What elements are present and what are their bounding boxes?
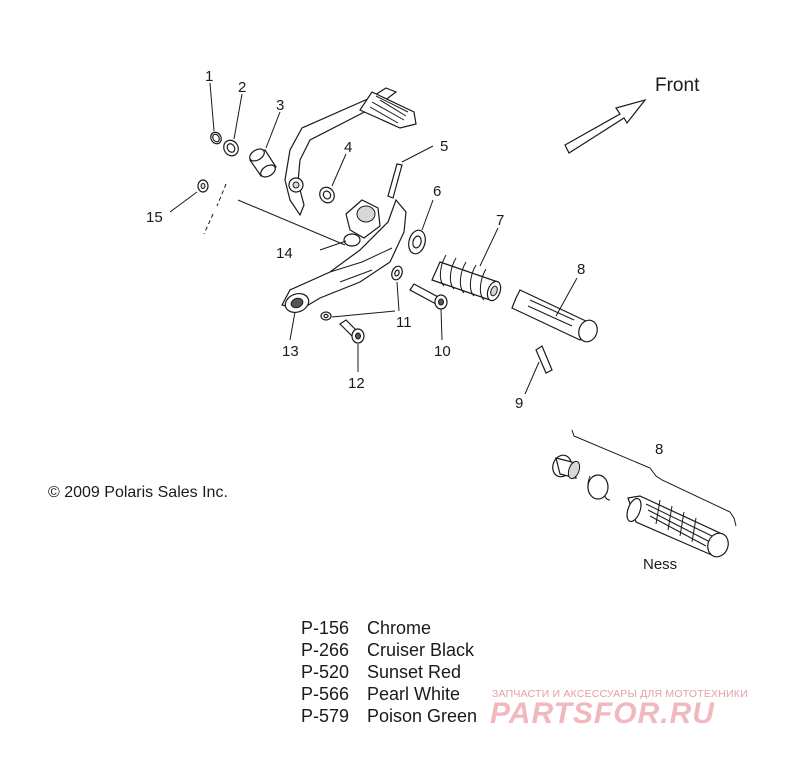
callout-4: 4 [344, 139, 352, 156]
part-6-washer [408, 229, 426, 255]
color-code: P-266 [301, 640, 350, 660]
part-1-snap-ring [210, 131, 222, 145]
color-name: Sunset Red [367, 662, 462, 682]
part-4-washer [319, 186, 335, 204]
callout-15: 15 [146, 209, 163, 226]
callout-14: 14 [276, 245, 293, 262]
callout-13: 13 [282, 343, 299, 360]
part-12-bolt [339, 319, 365, 344]
color-option-row: P-156 Chrome [301, 617, 477, 639]
part-7-spring [431, 254, 502, 302]
copyright-notice: © 2009 Polaris Sales Inc. [48, 484, 228, 501]
watermark-tagline: ЗАПЧАСТИ И АКСЕССУАРЫ ДЛЯ МОТОТЕХНИКИ [492, 688, 748, 700]
callout-8: 8 [577, 261, 585, 278]
callout-12: 12 [348, 375, 365, 392]
color-code: P-566 [301, 684, 350, 704]
callout-9: 9 [515, 395, 523, 412]
ness-spring [587, 474, 611, 501]
color-code: P-520 [301, 662, 350, 682]
ness-callout: 8 [655, 441, 663, 458]
callout-7: 7 [496, 212, 504, 229]
footpeg-bracket [281, 198, 407, 314]
watermark-brand: PARTSFOR.RU [490, 697, 715, 730]
part-5-pin [387, 163, 403, 199]
color-name: Chrome [367, 618, 432, 638]
callout-10: 10 [434, 343, 451, 360]
callout-6: 6 [433, 183, 441, 200]
foot-lever [284, 87, 417, 217]
part-8-footpeg [511, 289, 598, 343]
callout-3: 3 [276, 97, 284, 114]
color-option-row: P-579 Poison Green [301, 705, 477, 727]
part-2-washer [223, 139, 239, 157]
part-9-pin [535, 345, 553, 374]
part-15-nut [197, 179, 209, 193]
part-11-washers [320, 265, 403, 321]
color-name: Pearl White [367, 684, 461, 704]
color-code: P-579 [301, 706, 350, 726]
part-10-bolt [409, 283, 448, 310]
callout-5: 5 [440, 138, 448, 155]
callout-1: 1 [205, 68, 213, 85]
color-option-row: P-266 Cruiser Black [301, 639, 477, 661]
color-option-row: P-566 Pearl White [301, 683, 477, 705]
color-option-row: P-520 Sunset Red [301, 661, 477, 683]
color-options-list: P-156 Chrome P-266 Cruiser Black P-520 S… [301, 617, 477, 727]
front-arrow [564, 98, 647, 154]
color-name: Cruiser Black [367, 640, 475, 660]
ness-peg [626, 495, 729, 558]
callout-11: 11 [396, 314, 412, 331]
color-name: Poison Green [367, 706, 478, 726]
ness-bracket-line [571, 429, 737, 527]
front-label: Front [655, 75, 700, 96]
ness-spacer [552, 454, 581, 480]
color-code: P-156 [301, 618, 350, 638]
part-3-bushing [249, 148, 277, 178]
ness-label: Ness [643, 556, 677, 573]
site-watermark: ЗАПЧАСТИ И АКСЕССУАРЫ ДЛЯ МОТОТЕХНИКИ PA… [488, 688, 788, 730]
callout-2: 2 [238, 79, 246, 96]
